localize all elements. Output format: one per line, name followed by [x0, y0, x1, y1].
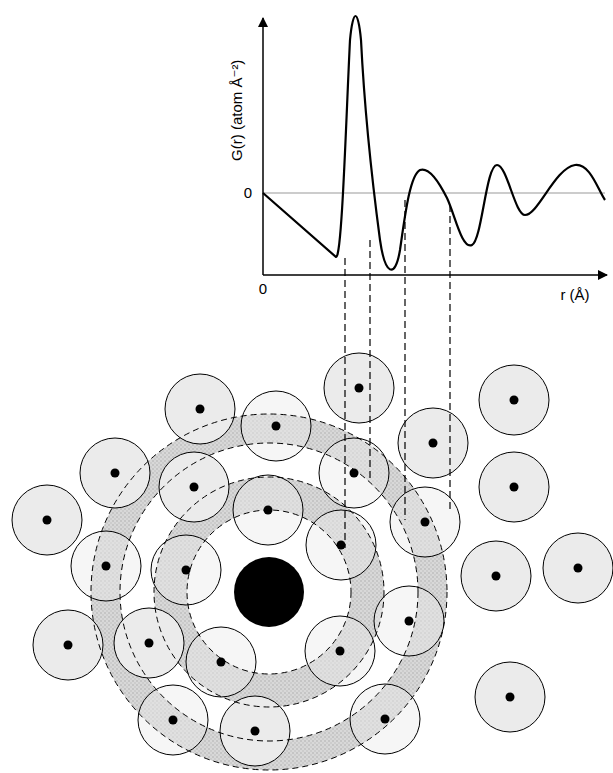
atom-center [337, 541, 346, 550]
atom [374, 586, 444, 656]
atom [186, 627, 256, 697]
atom [479, 452, 549, 522]
atom [33, 610, 103, 680]
atom-center [43, 516, 52, 525]
atom-center [169, 716, 178, 725]
atom-center [196, 405, 205, 414]
atom-center [574, 564, 583, 573]
atoms [12, 353, 613, 766]
atom [71, 531, 141, 601]
atom-center [336, 647, 345, 656]
atom [398, 408, 468, 478]
y-tick-label: 0 [244, 185, 252, 202]
atom [324, 353, 394, 423]
atom-center [381, 715, 390, 724]
atom [475, 662, 545, 732]
central-atom [234, 557, 304, 627]
atom [543, 533, 613, 603]
atom-center [492, 572, 501, 581]
rdf-curve [263, 16, 605, 270]
atom-center [182, 566, 191, 575]
atom-center [510, 483, 519, 492]
atom-center [251, 727, 260, 736]
shell-outlines [91, 414, 447, 770]
atom [461, 541, 531, 611]
atom [319, 438, 389, 508]
x-tick-label: 0 [259, 281, 267, 298]
zero-line [263, 193, 605, 194]
x-axis-title: r (Å) [560, 287, 589, 304]
atom-center [421, 518, 430, 527]
atom [350, 684, 420, 754]
atom [165, 374, 235, 444]
atom-center [355, 384, 364, 393]
atom [80, 438, 150, 508]
atom-center [64, 641, 73, 650]
y-axis [262, 18, 264, 275]
atom [479, 365, 549, 435]
atom [12, 485, 82, 555]
atom-center [102, 562, 111, 571]
atom-center [405, 617, 414, 626]
projection-lines [345, 200, 450, 548]
x-axis [263, 274, 607, 276]
atom-center [145, 639, 154, 648]
atom-center [429, 439, 438, 448]
atom-center [272, 422, 281, 431]
atom [151, 535, 221, 605]
atom [241, 391, 311, 461]
atom-center [510, 396, 519, 405]
atom [114, 608, 184, 678]
atom-center [506, 693, 515, 702]
y-axis-title: G(r) (atom Å⁻²) [230, 59, 247, 160]
atom [138, 685, 208, 755]
atom-center [217, 658, 226, 667]
atom-center [190, 483, 199, 492]
atom [306, 510, 376, 580]
atom-center [111, 469, 120, 478]
atom [305, 616, 375, 686]
atom [159, 452, 229, 522]
